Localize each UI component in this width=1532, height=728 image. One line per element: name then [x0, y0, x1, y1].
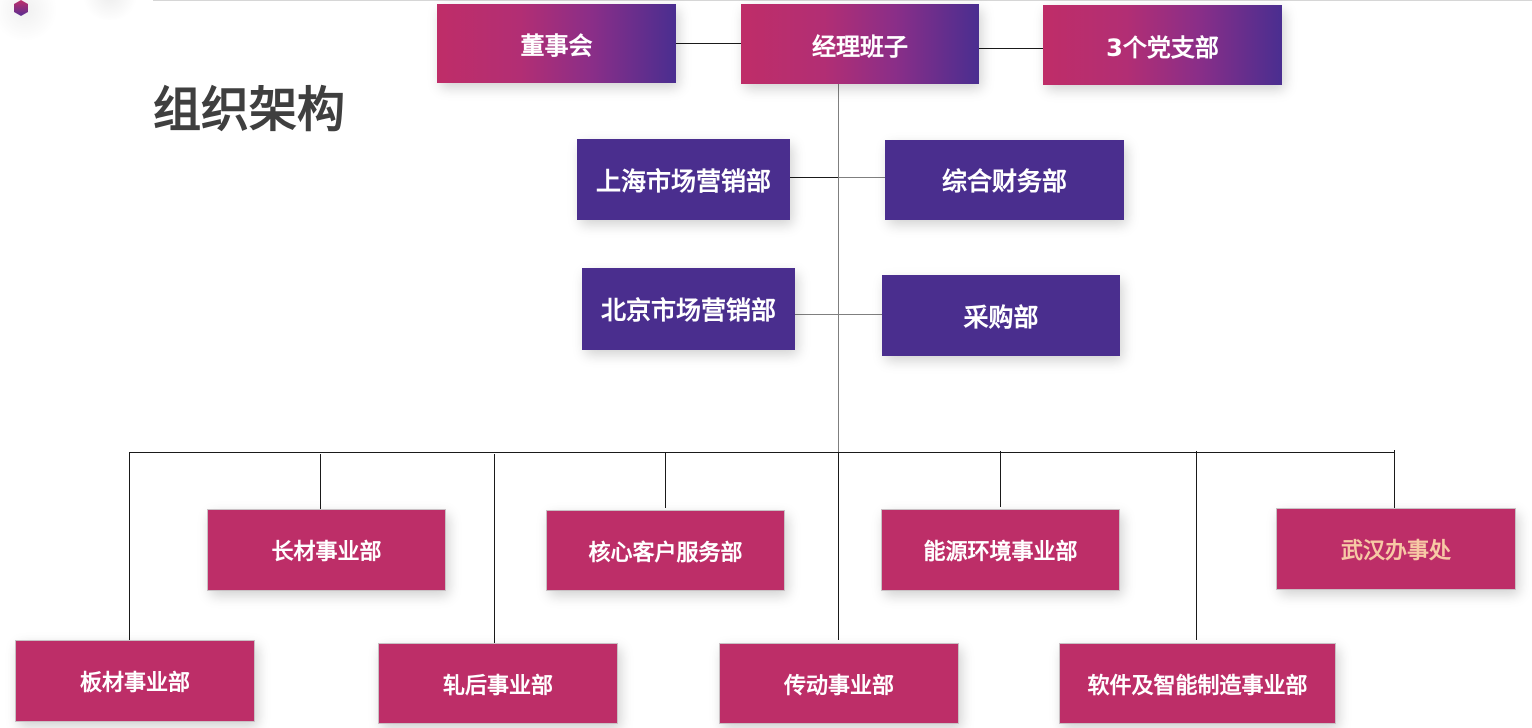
connector-drop-long	[320, 454, 321, 509]
node-shanghai-marketing: 上海市场营销部	[577, 139, 790, 220]
node-label: 长材事业部	[271, 540, 382, 565]
connector-board-manager	[676, 43, 741, 44]
node-label: 软件及智能制造事业部	[1087, 673, 1308, 699]
node-label: 综合财务部	[941, 167, 1067, 196]
node-label: 轧后事业部	[442, 673, 553, 699]
node-label: 能源环境事业部	[923, 540, 1078, 565]
node-beijing-marketing: 北京市场营销部	[582, 268, 795, 350]
node-label: 北京市场营销部	[600, 296, 776, 325]
node-label: 传动事业部	[783, 673, 894, 699]
decor-shadow	[80, 0, 140, 20]
node-plate-products: 板材事业部	[15, 640, 255, 722]
node-key-account: 核心客户服务部	[546, 510, 785, 591]
node-finance: 综合财务部	[885, 140, 1124, 220]
connector-drop-wuhan	[1394, 450, 1395, 508]
connector-drop-core	[665, 452, 666, 508]
node-label: 核心客户服务部	[588, 540, 743, 566]
node-management: 经理班子	[741, 4, 979, 84]
connector-main-vertical	[838, 84, 839, 640]
node-long-products: 长材事业部	[207, 509, 446, 591]
node-party-branches: 3个党支部	[1043, 5, 1282, 85]
connector-drop-software	[1196, 451, 1197, 640]
node-label: 武汉办事处	[1340, 539, 1451, 564]
connector-drop-drive	[838, 452, 839, 640]
node-label: 板材事业部	[79, 671, 190, 696]
node-board: 董事会	[437, 4, 676, 83]
connector-manager-party	[979, 48, 1043, 49]
node-label: 3个党支部	[1106, 33, 1219, 62]
node-label: 采购部	[963, 302, 1039, 332]
logo-shadow	[0, 0, 60, 40]
header-divider	[153, 0, 1532, 1]
hexagon-logo-icon	[14, 0, 28, 16]
connector-bus-horizontal	[129, 452, 1395, 453]
page-title: 组织架构	[153, 82, 346, 138]
connector-purchase	[839, 314, 882, 315]
node-drive-division: 传动事业部	[719, 643, 959, 724]
connector-drop-energy	[1000, 451, 1001, 507]
node-wuhan-office: 武汉办事处	[1276, 508, 1516, 590]
node-label: 上海市场营销部	[595, 166, 771, 196]
node-software-intelligent-mfg: 软件及智能制造事业部	[1059, 643, 1336, 724]
connector-finance	[839, 177, 885, 178]
connector-shanghai	[790, 177, 838, 178]
connector-drop-plate	[129, 452, 130, 642]
node-post-rolling: 轧后事业部	[378, 643, 618, 724]
node-label: 经理班子	[812, 32, 908, 61]
connector-drop-postroll	[494, 454, 495, 643]
node-label: 董事会	[520, 32, 593, 60]
node-energy-environment: 能源环境事业部	[881, 509, 1120, 591]
node-purchasing: 采购部	[882, 275, 1120, 356]
connector-beijing	[795, 314, 838, 315]
